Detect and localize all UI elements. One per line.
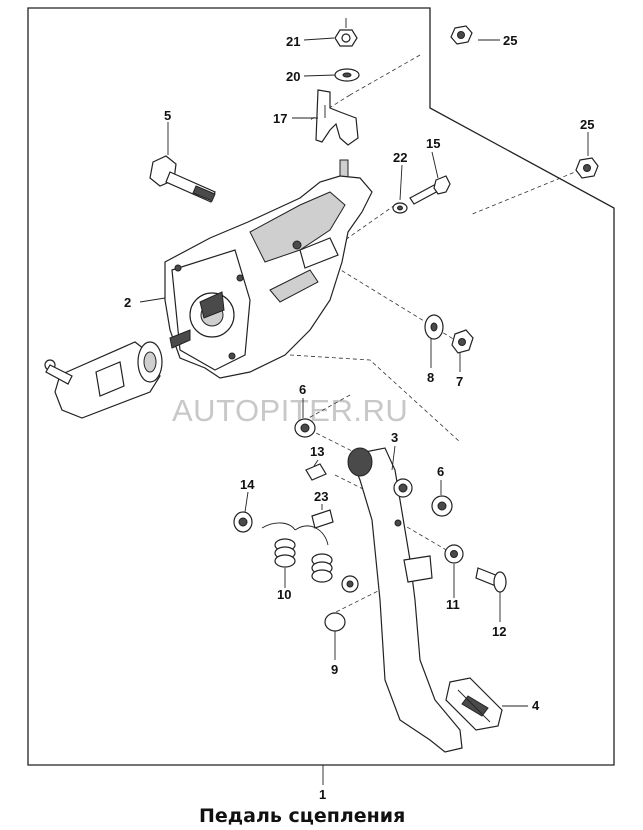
callout-25-right: 25 <box>580 117 594 132</box>
diagram-title: Педаль сцепления <box>199 805 405 827</box>
callout-12: 12 <box>492 624 506 639</box>
callout-25-upper: 25 <box>503 33 517 48</box>
callout-9: 9 <box>331 662 338 677</box>
callout-23: 23 <box>314 489 328 504</box>
callout-5: 5 <box>164 108 171 123</box>
diagram-frame <box>27 7 615 766</box>
clutch-pedal-lever-3 <box>347 447 463 753</box>
callout-1: 1 <box>319 787 326 802</box>
clip-13 <box>305 463 327 481</box>
callout-6-right: 6 <box>437 464 444 479</box>
callout-8: 8 <box>427 370 434 385</box>
callout-labels: 21 20 25 17 5 22 15 25 2 8 7 6 3 13 6 14… <box>124 33 594 802</box>
washer-8 <box>424 314 444 340</box>
master-cylinder <box>44 341 163 419</box>
washer-11 <box>444 544 464 564</box>
stopper-9 <box>324 612 346 632</box>
pin-12 <box>475 567 507 593</box>
callout-3: 3 <box>391 430 398 445</box>
callout-14: 14 <box>240 477 255 492</box>
bushing-14 <box>233 511 253 533</box>
callout-2: 2 <box>124 295 131 310</box>
callout-17: 17 <box>273 111 287 126</box>
callout-6-left: 6 <box>299 382 306 397</box>
callout-20: 20 <box>286 69 300 84</box>
bolt-15 <box>409 175 451 205</box>
pedal-bracket-housing-2 <box>164 175 373 379</box>
nut-25-upper <box>450 25 473 45</box>
bracket-17 <box>315 89 359 146</box>
bushing-6-right <box>431 495 453 517</box>
watermark: AUTOPITER.RU <box>172 393 408 428</box>
leader-lines <box>139 37 589 785</box>
callout-15: 15 <box>426 136 440 151</box>
nut-7 <box>451 329 474 354</box>
callout-11: 11 <box>446 597 460 612</box>
clip-22 <box>392 202 408 214</box>
callout-4: 4 <box>532 698 540 713</box>
nut-25-right <box>575 157 599 179</box>
bolt-5 <box>149 155 216 203</box>
callout-21: 21 <box>286 34 300 49</box>
bushing-6-left <box>294 418 316 438</box>
callout-22: 22 <box>393 150 407 165</box>
callout-13: 13 <box>310 444 324 459</box>
pedal-pad-4 <box>445 677 503 731</box>
nut-21 <box>334 18 358 47</box>
callout-10: 10 <box>277 587 291 602</box>
callout-7: 7 <box>456 374 463 389</box>
spring-10 <box>261 522 359 593</box>
washer-20 <box>334 68 360 82</box>
pin-23 <box>311 509 334 529</box>
